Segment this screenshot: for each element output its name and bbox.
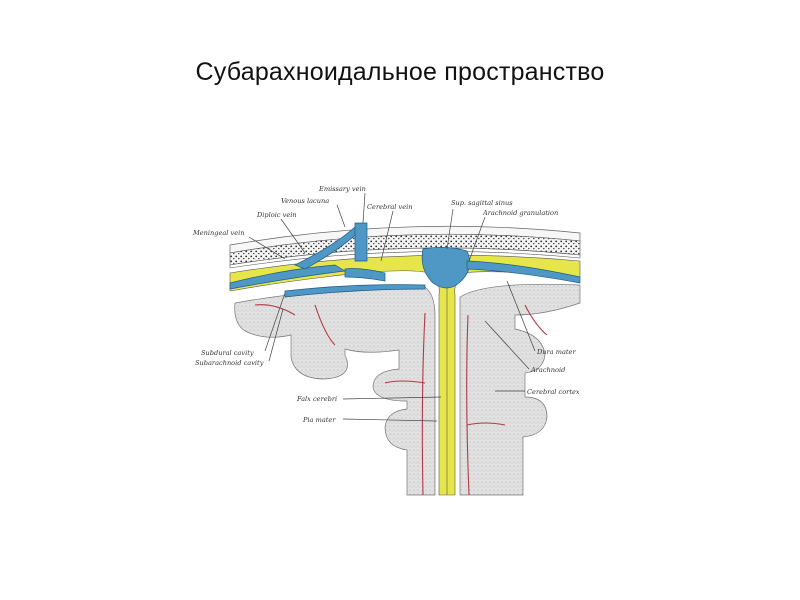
pia-arteries bbox=[254, 304, 548, 496]
cerebral-cortex-right bbox=[459, 283, 581, 496]
slide-title: Субарахноидальное пространство bbox=[195, 58, 605, 86]
label-meningeal-vein: Meningeal vein bbox=[192, 229, 245, 237]
label-pia-mater: Pia mater bbox=[302, 416, 336, 424]
dura-outer-line bbox=[229, 247, 581, 269]
label-venous-lacuna: Venous lacuna bbox=[281, 197, 329, 205]
meninges-svg: Emissary vein Venous lacuna Cerebral vei… bbox=[192, 185, 581, 496]
cerebral-cortex-left bbox=[234, 286, 436, 496]
label-arachnoid-granulation: Arachnoid granulation bbox=[482, 209, 558, 217]
label-dura-mater: Dura mater bbox=[536, 348, 576, 356]
label-falx-cerebri: Falx cerebri bbox=[296, 395, 337, 403]
leader-lines bbox=[248, 192, 536, 422]
label-diploic-vein: Diploic vein bbox=[256, 211, 297, 219]
label-sup-sagittal-sinus: Sup. sagittal sinus bbox=[451, 199, 513, 207]
venous-system bbox=[229, 222, 581, 298]
label-arachnoid: Arachnoid bbox=[530, 366, 565, 374]
label-emissary-vein: Emissary vein bbox=[318, 185, 366, 193]
label-cerebral-cortex: Cerebral cortex bbox=[527, 388, 580, 396]
label-cerebral-vein: Cerebral vein bbox=[367, 203, 413, 211]
meninges-diagram: Emissary vein Venous lacuna Cerebral vei… bbox=[185, 165, 595, 510]
label-subarachnoid-cavity: Subarachnoid cavity bbox=[195, 359, 264, 367]
label-subdural-cavity: Subdural cavity bbox=[201, 349, 254, 357]
